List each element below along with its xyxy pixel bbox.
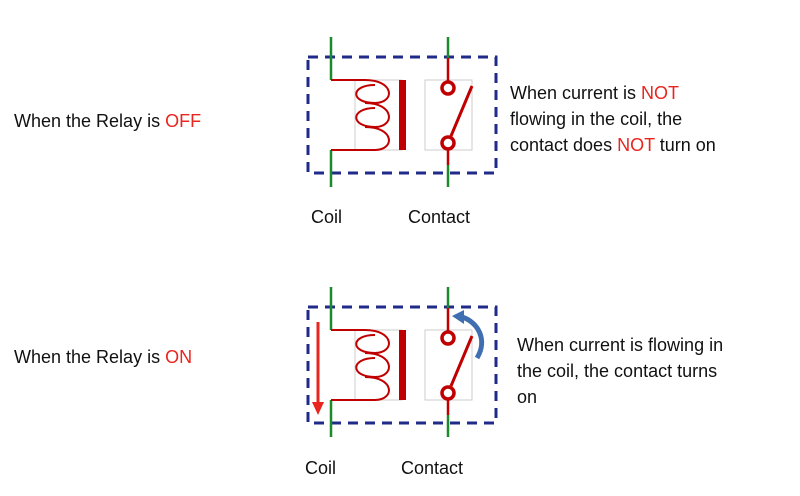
- contact-label: Contact: [408, 207, 471, 227]
- desc-text: turn on: [654, 135, 716, 155]
- coil-label: Coil: [305, 458, 337, 478]
- relay-on-description: When current is flowing in the coil, the…: [517, 332, 723, 410]
- coil-label: Coil: [311, 207, 343, 227]
- desc-emph: NOT: [641, 83, 680, 103]
- desc-emph: NOT: [617, 135, 655, 155]
- label-text: When the Relay is: [14, 347, 166, 367]
- desc-text: When current is: [510, 83, 642, 103]
- state-off: OFF: [165, 111, 202, 131]
- contact-label: Contact: [401, 458, 464, 478]
- label-text: When the Relay is: [14, 111, 166, 131]
- desc-text: When current is flowing in: [517, 335, 724, 355]
- desc-text: flowing in the coil, the: [510, 109, 683, 129]
- relay-off-symbol: [306, 35, 498, 189]
- desc-text: contact does: [510, 135, 618, 155]
- relay-off-description: When current is NOT flowing in the coil,…: [510, 80, 716, 158]
- contact-close-arrow: [452, 310, 485, 360]
- relay-off-label: When the Relay is OFF: [14, 108, 201, 134]
- relay-on-symbol: [306, 285, 498, 439]
- desc-text: the coil, the contact turns: [517, 361, 718, 381]
- desc-text: on: [517, 387, 538, 407]
- relay-on-label: When the Relay is ON: [14, 344, 192, 370]
- state-on: ON: [165, 347, 193, 367]
- current-arrow: [312, 322, 324, 415]
